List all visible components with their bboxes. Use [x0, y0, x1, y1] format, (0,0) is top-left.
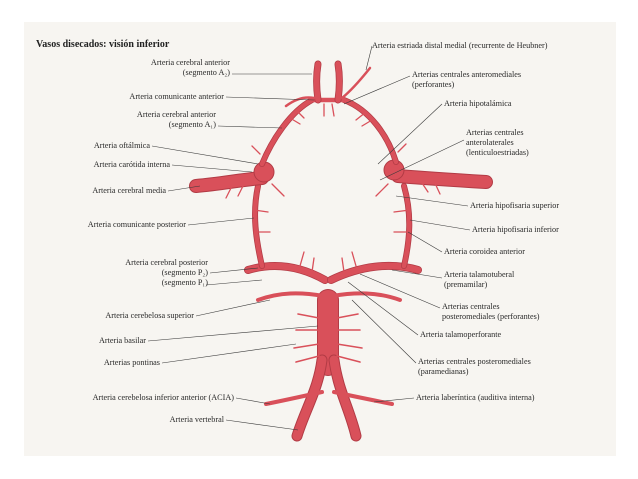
label-line: Arterias centrales anteromediales	[412, 70, 522, 79]
label-line: (segmento A₂)	[182, 68, 230, 77]
label-centrales-anterolaterales: Arterias centrales anterolaterales (lent…	[466, 128, 529, 158]
recurrent-heubner-shape	[340, 66, 372, 100]
perforating-branches	[225, 103, 441, 273]
label-hipotalamica: Arteria hipotalámica	[444, 99, 512, 109]
label-line: (segmento A₁)	[168, 120, 216, 129]
label-line: Arteria hipofisaria inferior	[472, 225, 559, 234]
label-basilar: Arteria basilar	[60, 336, 146, 346]
figure-title: Vasos disecados: visión inferior	[36, 39, 170, 50]
label-pontinas: Arterias pontinas	[60, 358, 160, 368]
label-oftalmica: Arteria oftálmica	[60, 141, 150, 151]
label-centrales-posteromediales-perforantes: Arterias centrales posteromediales (perf…	[442, 302, 540, 322]
label-line: Arteria cerebral posterior	[125, 258, 208, 267]
label-cerebelosa-inferior-anterior: Arteria cerebelosa inferior anterior (AC…	[30, 393, 234, 403]
aica-right-shape	[332, 390, 394, 406]
label-vertebral: Arteria vertebral	[110, 415, 224, 425]
label-centrales-posteromediales-paramedianas: Arterias centrales posteromediales (para…	[418, 357, 531, 377]
label-line: (lenticuloestriadas)	[466, 148, 529, 157]
label-line: Arteria hipofisaria superior	[470, 201, 560, 210]
label-cerebral-anterior-a1: Arteria cerebral anterior (segmento A₁)	[80, 110, 216, 130]
label-hipofisaria-superior: Arteria hipofisaria superior	[470, 201, 559, 211]
label-line: (paramedianas)	[418, 367, 469, 376]
label-line: Arteria oftálmica	[93, 141, 150, 150]
label-cerebral-media: Arteria cerebral media	[50, 186, 166, 196]
aica-left-shape	[264, 390, 324, 406]
anterior-cerebral-a1-left-shape	[259, 97, 315, 167]
arteries	[189, 60, 493, 442]
label-line: Arteria cerebral anterior	[136, 110, 216, 119]
label-line: Arteria talamoperforante	[420, 330, 502, 339]
label-line: Arteria cerebral media	[92, 186, 166, 195]
label-line: Arteria cerebral anterior	[150, 58, 230, 67]
label-centrales-anteromediales: Arterias centrales anteromediales (perfo…	[412, 70, 521, 90]
label-hipofisaria-inferior: Arteria hipofisaria inferior	[472, 225, 559, 235]
label-cerebelosa-superior: Arteria cerebelosa superior	[54, 311, 194, 321]
label-line: Arteria comunicante posterior	[87, 220, 186, 229]
label-line: posteromediales (perforantes)	[442, 312, 540, 321]
label-line: Arteria cerebelosa superior	[105, 311, 194, 320]
label-line: Arterias centrales posteromediales	[418, 357, 531, 366]
label-laberintica: Arteria laberíntica (auditiva interna)	[416, 393, 534, 403]
label-talamotuberal: Arteria talamotuberal (premamilar)	[444, 270, 514, 290]
label-line: Arteria laberíntica (auditiva interna)	[416, 393, 535, 402]
label-line: (premamilar)	[444, 280, 488, 289]
label-line: Arteria comunicante anterior	[129, 92, 224, 101]
superior-cerebellar-right-shape	[330, 291, 402, 302]
label-line: (perforantes)	[412, 80, 455, 89]
label-cerebral-posterior: Arteria cerebral posterior (segmento P₂)…	[74, 258, 208, 288]
label-comunicante-anterior: Arteria comunicante anterior	[70, 92, 224, 102]
label-line: Arteria vertebral	[169, 415, 224, 424]
label-line: Arteria talamotuberal	[444, 270, 515, 279]
superior-cerebellar-left-shape	[256, 291, 326, 302]
label-line: (segmento P₂)	[161, 268, 208, 277]
label-coroidea-anterior: Arteria coroidea anterior	[444, 247, 525, 257]
label-line: Arteria carótida interna	[93, 160, 170, 169]
label-line: Arterias centrales	[442, 302, 500, 311]
label-cerebral-anterior-a2: Arteria cerebral anterior (segmento A₂)	[100, 58, 230, 78]
anterior-cerebral-a1-right-shape	[341, 97, 399, 165]
label-estriada-distal: Arteria estriada distal medial (recurren…	[372, 41, 548, 51]
label-carotida-interna: Arteria carótida interna	[50, 160, 170, 170]
label-line: Arteria estriada distal medial (recurren…	[372, 41, 548, 50]
label-line: Arteria cerebelosa inferior anterior (AC…	[92, 393, 234, 402]
pontine-branches	[293, 313, 363, 363]
label-comunicante-posterior: Arteria comunicante posterior	[36, 220, 186, 230]
label-line: Arterias centrales	[466, 128, 524, 137]
label-line: Arterias pontinas	[103, 358, 160, 367]
label-line: Arteria basilar	[98, 336, 146, 345]
label-talamoperforante: Arteria talamoperforante	[420, 330, 501, 340]
recurrent-left-shape	[284, 96, 316, 108]
label-line: anterolaterales	[466, 138, 514, 147]
label-line: (segmento P₁)	[161, 278, 208, 287]
label-line: Arteria hipotalámica	[444, 99, 512, 108]
label-line: Arteria coroidea anterior	[444, 247, 525, 256]
leader-lines	[147, 45, 471, 431]
